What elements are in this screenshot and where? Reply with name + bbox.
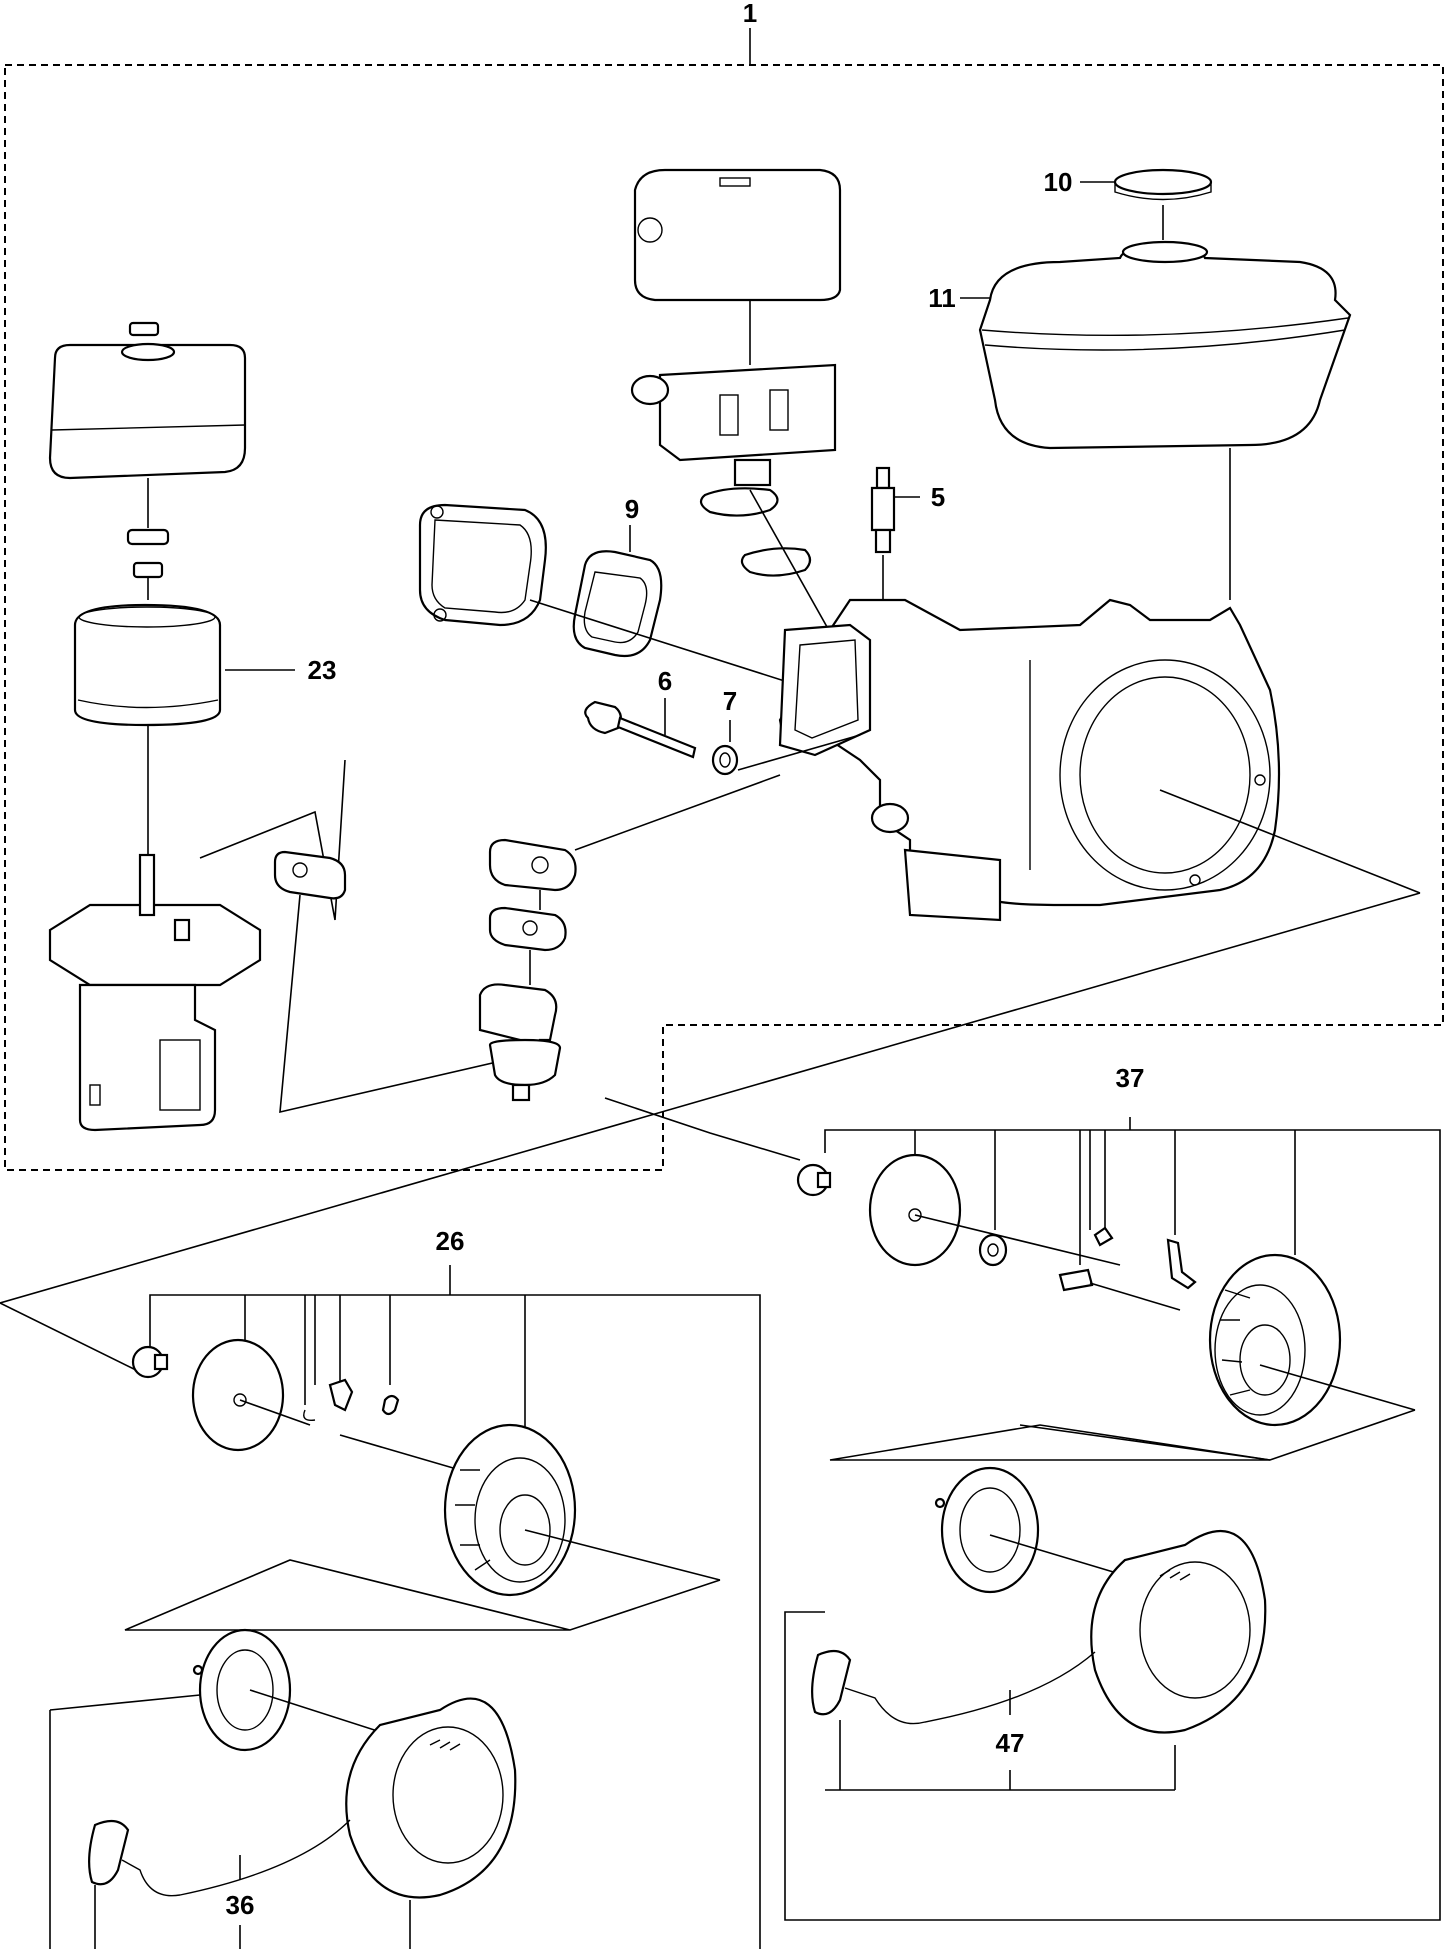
starter-pulley-left bbox=[191, 1338, 285, 1452]
muffler-cover bbox=[633, 168, 842, 302]
starter-hub-left bbox=[443, 1423, 577, 1597]
carburetor-gasket-lower bbox=[488, 906, 567, 952]
air-filter-base bbox=[48, 853, 262, 1132]
starter-housing-left bbox=[345, 1697, 517, 1899]
starter-pulley-right bbox=[868, 1153, 962, 1267]
muffler-gasket bbox=[699, 487, 812, 577]
callout-26: 26 bbox=[436, 1226, 465, 1256]
callout-6: 6 bbox=[658, 666, 672, 696]
spark-plug bbox=[870, 466, 896, 554]
recoil-spring-left bbox=[192, 1628, 292, 1752]
callout-11: 11 bbox=[928, 283, 956, 313]
air-filter-cover bbox=[48, 321, 247, 480]
callout-5: 5 bbox=[931, 482, 945, 512]
washer bbox=[711, 744, 739, 776]
callout-10: 10 bbox=[1044, 167, 1073, 197]
valve-gasket bbox=[572, 550, 663, 658]
starter-pawl-left bbox=[303, 1378, 400, 1421]
fuel-tank bbox=[978, 240, 1352, 450]
callout-37: 37 bbox=[1116, 1063, 1145, 1093]
starter-screw-left bbox=[131, 1345, 169, 1379]
muffler bbox=[630, 363, 837, 487]
callout-36: 36 bbox=[226, 1890, 255, 1920]
starter-housing-right bbox=[1090, 1529, 1267, 1734]
carburetor-gasket-upper bbox=[488, 838, 577, 892]
air-filter-element bbox=[73, 603, 222, 727]
starter-hub-right bbox=[1208, 1253, 1342, 1427]
dipstick bbox=[584, 700, 697, 759]
callout-23: 23 bbox=[308, 655, 337, 685]
starter-washer-right bbox=[978, 1233, 1008, 1267]
fuel-cap bbox=[1113, 168, 1213, 201]
wing-nut bbox=[126, 528, 170, 579]
callout-7: 7 bbox=[723, 686, 737, 716]
starter-pawl-right bbox=[1058, 1226, 1197, 1292]
carburetor bbox=[478, 983, 562, 1102]
callout-9: 9 bbox=[625, 494, 639, 524]
recoil-spring-right bbox=[934, 1466, 1040, 1594]
intake-gasket bbox=[273, 850, 347, 900]
callout-47: 47 bbox=[996, 1728, 1025, 1758]
starter-handle-left bbox=[88, 1819, 351, 1897]
callout-1: 1 bbox=[743, 0, 757, 28]
engine-block bbox=[778, 598, 1281, 922]
starter-handle-right bbox=[811, 1649, 1096, 1725]
starter-screw-right bbox=[796, 1163, 832, 1197]
valve-cover bbox=[418, 503, 547, 627]
